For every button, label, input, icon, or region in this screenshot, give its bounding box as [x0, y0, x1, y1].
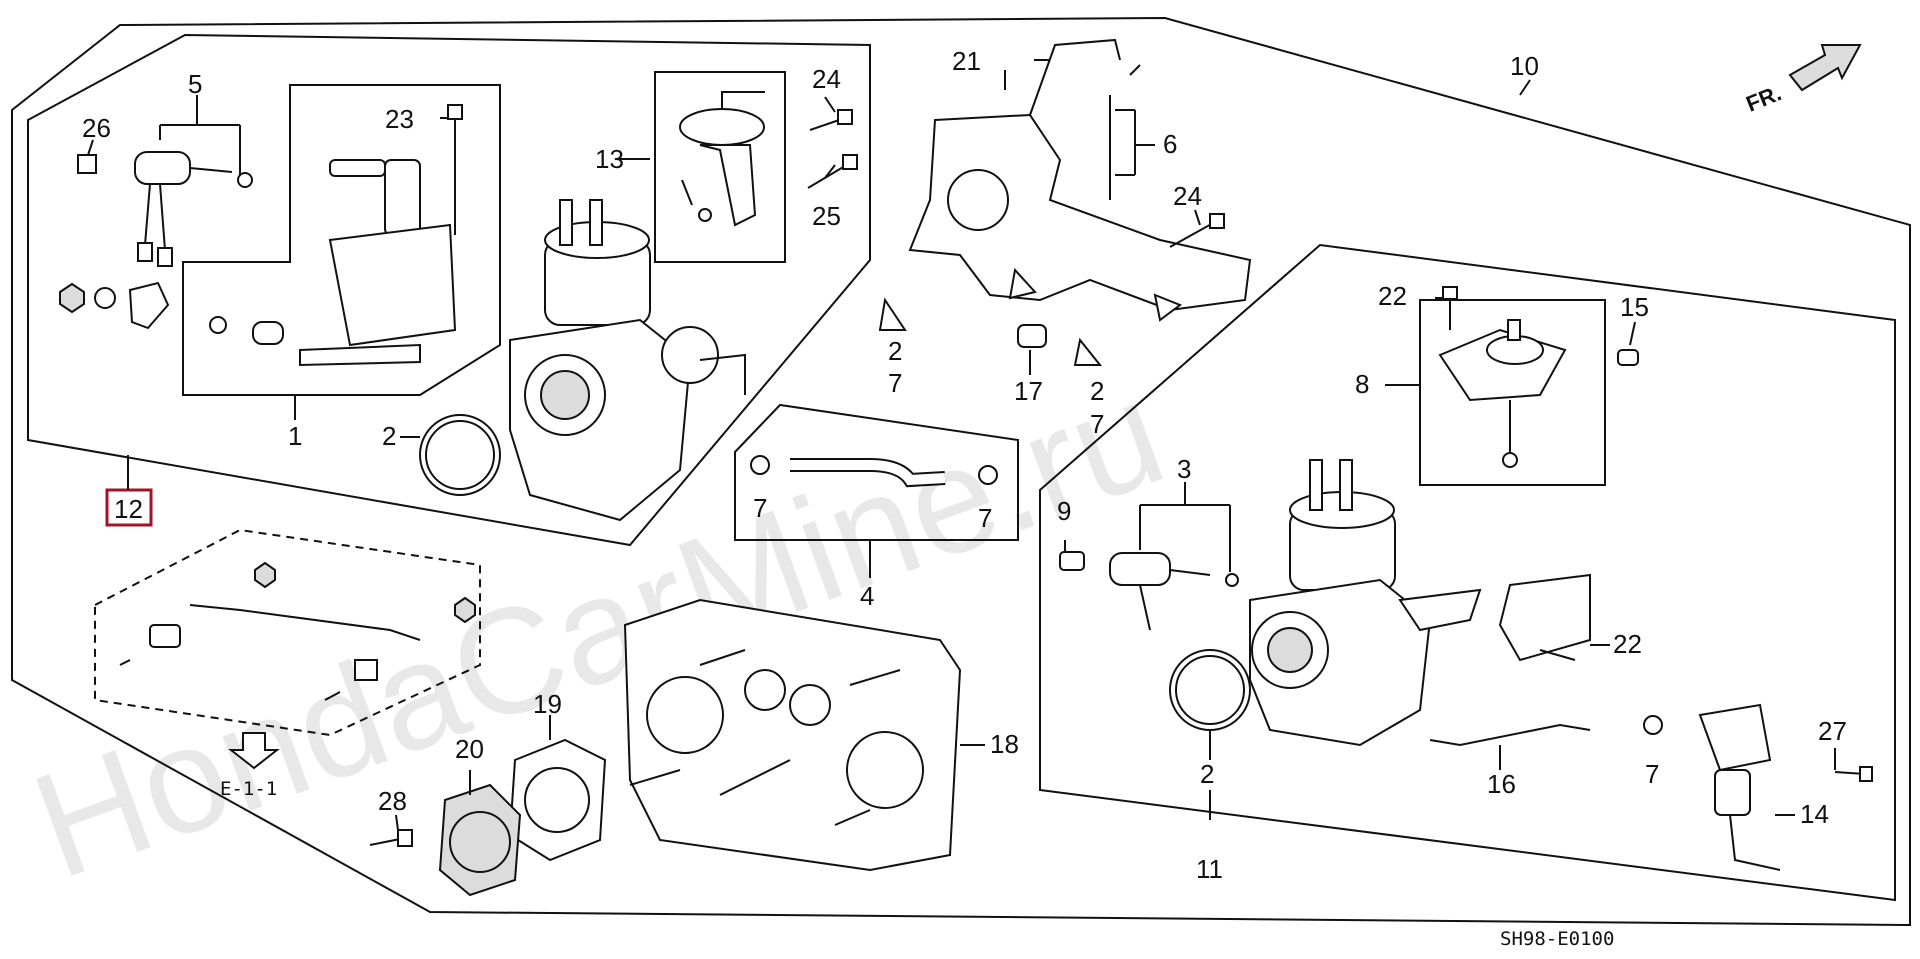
- part-22-screw-b: [1539, 649, 1576, 661]
- part-9-fitting: [1059, 551, 1085, 571]
- callout-22b: 22: [1613, 629, 1642, 659]
- callout-18: 18: [990, 729, 1019, 759]
- callout-2c: 2: [1090, 376, 1104, 406]
- carburetor-upper: [509, 199, 746, 522]
- callout-10: 10: [1510, 51, 1539, 81]
- part-22-bracket-b: [1498, 573, 1591, 662]
- part-5-solenoid-valve: [134, 151, 233, 267]
- callout-24b: 24: [1173, 181, 1202, 211]
- callout-15: 15: [1620, 292, 1649, 322]
- callout-7e: 7: [1645, 759, 1659, 789]
- part-24-bolt-b: [1169, 221, 1216, 248]
- callout-21: 21: [952, 46, 981, 76]
- gasket-2-upper-inner: [425, 420, 495, 490]
- part-3-solenoid-valve: [1109, 552, 1239, 631]
- leader-lines: [87, 59, 1836, 831]
- part-8-component: [1438, 319, 1567, 468]
- part-26-screw: [77, 154, 97, 174]
- callout-7c: 7: [753, 493, 767, 523]
- callout-26: 26: [82, 113, 111, 143]
- washer-left: [94, 287, 116, 309]
- section-reference-label: E-1-1: [220, 778, 277, 800]
- part-28-head: [397, 829, 413, 847]
- outer-frame: [11, 16, 1911, 927]
- part-24-head-b: [1209, 213, 1225, 229]
- front-arrow: FR.: [1743, 44, 1862, 117]
- callout-1: 1: [288, 421, 302, 451]
- part-8-frame: [1419, 299, 1606, 486]
- callout-19: 19: [533, 689, 562, 719]
- callout-13: 13: [595, 144, 624, 174]
- callout-24a: 24: [812, 64, 841, 94]
- part-2-7-seal-b: [1073, 337, 1103, 366]
- part-16-rod: [1429, 723, 1591, 747]
- gasket-2-upper: [419, 414, 501, 496]
- reference-dashed-frame: [94, 528, 481, 737]
- part-13-component: [679, 91, 765, 227]
- linkage-assembly: [119, 561, 476, 701]
- callout-7a: 7: [888, 368, 902, 398]
- carburetor-lower: [1249, 459, 1482, 747]
- reference-down-arrow: [228, 732, 280, 770]
- callout-14: 14: [1800, 799, 1829, 829]
- part-10-bracket: [908, 38, 1252, 322]
- nut-left: [59, 282, 85, 314]
- part-17-fitting: [1017, 324, 1047, 348]
- subassembly-1-frame: [27, 33, 871, 547]
- callout-5: 5: [188, 69, 202, 99]
- part-19-gasket: [508, 738, 607, 862]
- callout-4: 4: [860, 581, 874, 611]
- part-1-frame: [182, 84, 501, 396]
- callout-6: 6: [1163, 129, 1177, 159]
- callout-27: 27: [1818, 716, 1847, 746]
- part-22-head-a: [1442, 286, 1458, 300]
- bracket-left: [128, 281, 170, 330]
- washer-5: [237, 172, 253, 188]
- callout-8: 8: [1355, 369, 1369, 399]
- callout-2d: 2: [1200, 759, 1214, 789]
- part-2-7-seal-a: [878, 297, 907, 331]
- callout-12: 12: [114, 494, 143, 524]
- callout-7d: 7: [978, 503, 992, 533]
- callout-25: 25: [812, 201, 841, 231]
- callout-20: 20: [455, 734, 484, 764]
- gasket-2-lower: [1169, 649, 1251, 731]
- callout-28: 28: [378, 786, 407, 816]
- callout-2a: 2: [382, 421, 396, 451]
- part-13-frame: [654, 71, 786, 263]
- callout-7b: 7: [1090, 409, 1104, 439]
- callout-2b: 2: [888, 336, 902, 366]
- callout-16: 16: [1487, 769, 1516, 799]
- callout-3: 3: [1177, 454, 1191, 484]
- subassembly-11-frame: [1039, 243, 1896, 902]
- part-27-head: [1859, 766, 1873, 782]
- callout-9: 9: [1057, 496, 1071, 526]
- part-1-component: [209, 104, 463, 367]
- callout-22a: 22: [1378, 281, 1407, 311]
- part-4-frame: [734, 403, 1019, 541]
- part-4-hose: [750, 455, 998, 488]
- part-25-head: [842, 154, 858, 170]
- diagram-code: SH98-E0100: [1500, 928, 1614, 950]
- gasket-2-lower-inner: [1175, 655, 1245, 725]
- callout-17: 17: [1014, 376, 1043, 406]
- part-14-valve: [1698, 703, 1781, 871]
- washer-7-lower: [1643, 715, 1663, 735]
- callout-11: 11: [1196, 854, 1223, 884]
- front-arrow-label: FR.: [1743, 80, 1785, 116]
- part-18-insulator: [623, 598, 962, 872]
- part-24-head-a: [837, 109, 853, 125]
- part-15-cap: [1617, 349, 1639, 366]
- part-20-screen: [438, 783, 522, 897]
- callout-23: 23: [385, 104, 414, 134]
